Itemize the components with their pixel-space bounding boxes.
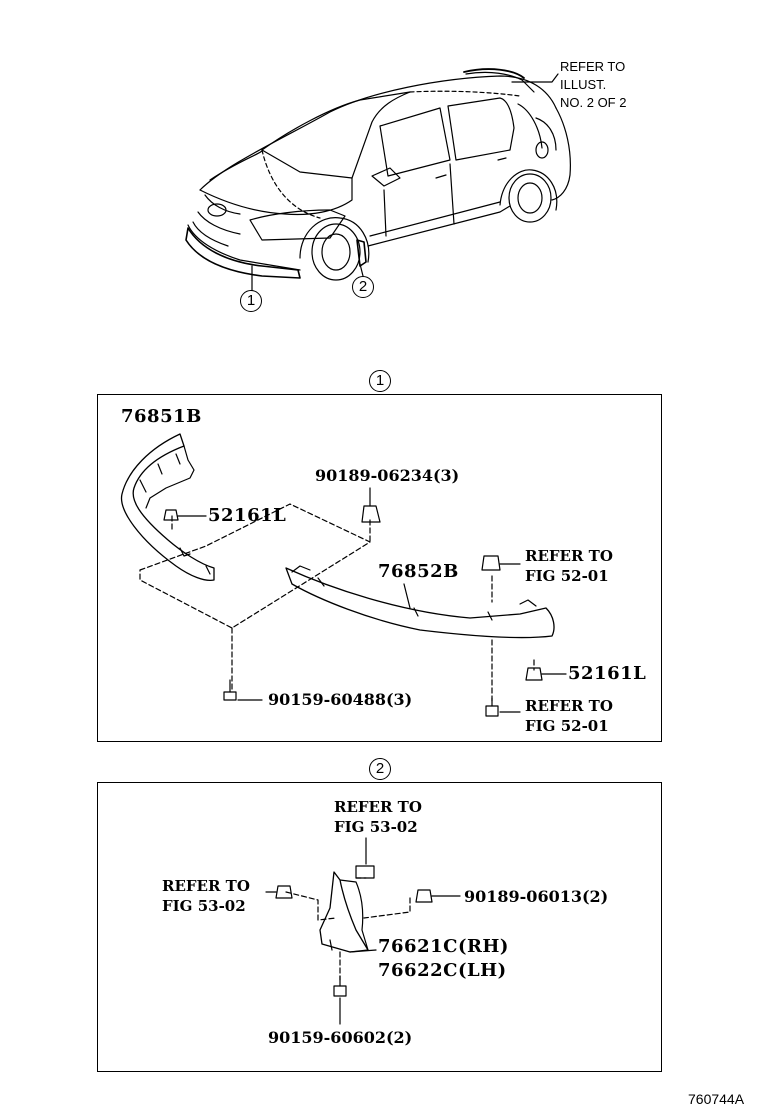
callout-2: 2 — [352, 276, 374, 298]
refer-fig-53-02-top-line2: FIG 53-02 — [334, 818, 418, 836]
callout-1: 1 — [240, 290, 262, 312]
part-52161l-b: 52161L — [568, 663, 647, 684]
overview-note-line2: ILLUST. — [560, 77, 607, 92]
refer-fig-53-02-top-line1: REFER TO — [334, 798, 422, 816]
part-90159-60488: 90159-60488(3) — [268, 690, 413, 709]
overview-note: REFER TO ILLUST. NO. 2 OF 2 — [560, 58, 626, 112]
part-76852b: 76852B — [378, 561, 459, 582]
refer-fig-52-01-b-line1: REFER TO — [525, 697, 613, 715]
refer-fig-52-01-a-line2: FIG 52-01 — [525, 567, 609, 585]
overview-note-line3: NO. 2 OF 2 — [560, 95, 627, 110]
refer-fig-53-02-left: REFER TO FIG 53-02 — [162, 876, 250, 916]
car-illustration — [185, 68, 571, 291]
refer-fig-53-02-left-line2: FIG 53-02 — [162, 897, 246, 915]
refer-fig-52-01-a-line1: REFER TO — [525, 547, 613, 565]
section2-artwork — [265, 837, 461, 1025]
illustration-id: 760744A — [688, 1091, 745, 1107]
refer-fig-53-02-top: REFER TO FIG 53-02 — [334, 797, 422, 837]
refer-fig-53-02-left-line1: REFER TO — [162, 877, 250, 895]
part-90159-60602: 90159-60602(2) — [268, 1028, 413, 1047]
part-52161l-a: 52161L — [208, 505, 287, 526]
overview-note-line1: REFER TO — [560, 59, 626, 74]
part-76851b: 76851B — [121, 406, 202, 427]
part-76622c: 76622C(LH) — [378, 960, 507, 981]
section1-panel — [97, 394, 662, 742]
section1-artwork — [120, 433, 567, 717]
refer-fig-52-01-a: REFER TO FIG 52-01 — [525, 546, 613, 586]
section1-label: 1 — [369, 370, 391, 392]
part-90189-06013: 90189-06013(2) — [464, 887, 609, 906]
section2-label: 2 — [369, 758, 391, 780]
refer-fig-52-01-b-line2: FIG 52-01 — [525, 717, 609, 735]
section2-panel — [97, 782, 662, 1072]
part-90189-06234: 90189-06234(3) — [315, 466, 460, 485]
part-76621c: 76621C(RH) — [378, 936, 509, 957]
refer-fig-52-01-b: REFER TO FIG 52-01 — [525, 696, 613, 736]
